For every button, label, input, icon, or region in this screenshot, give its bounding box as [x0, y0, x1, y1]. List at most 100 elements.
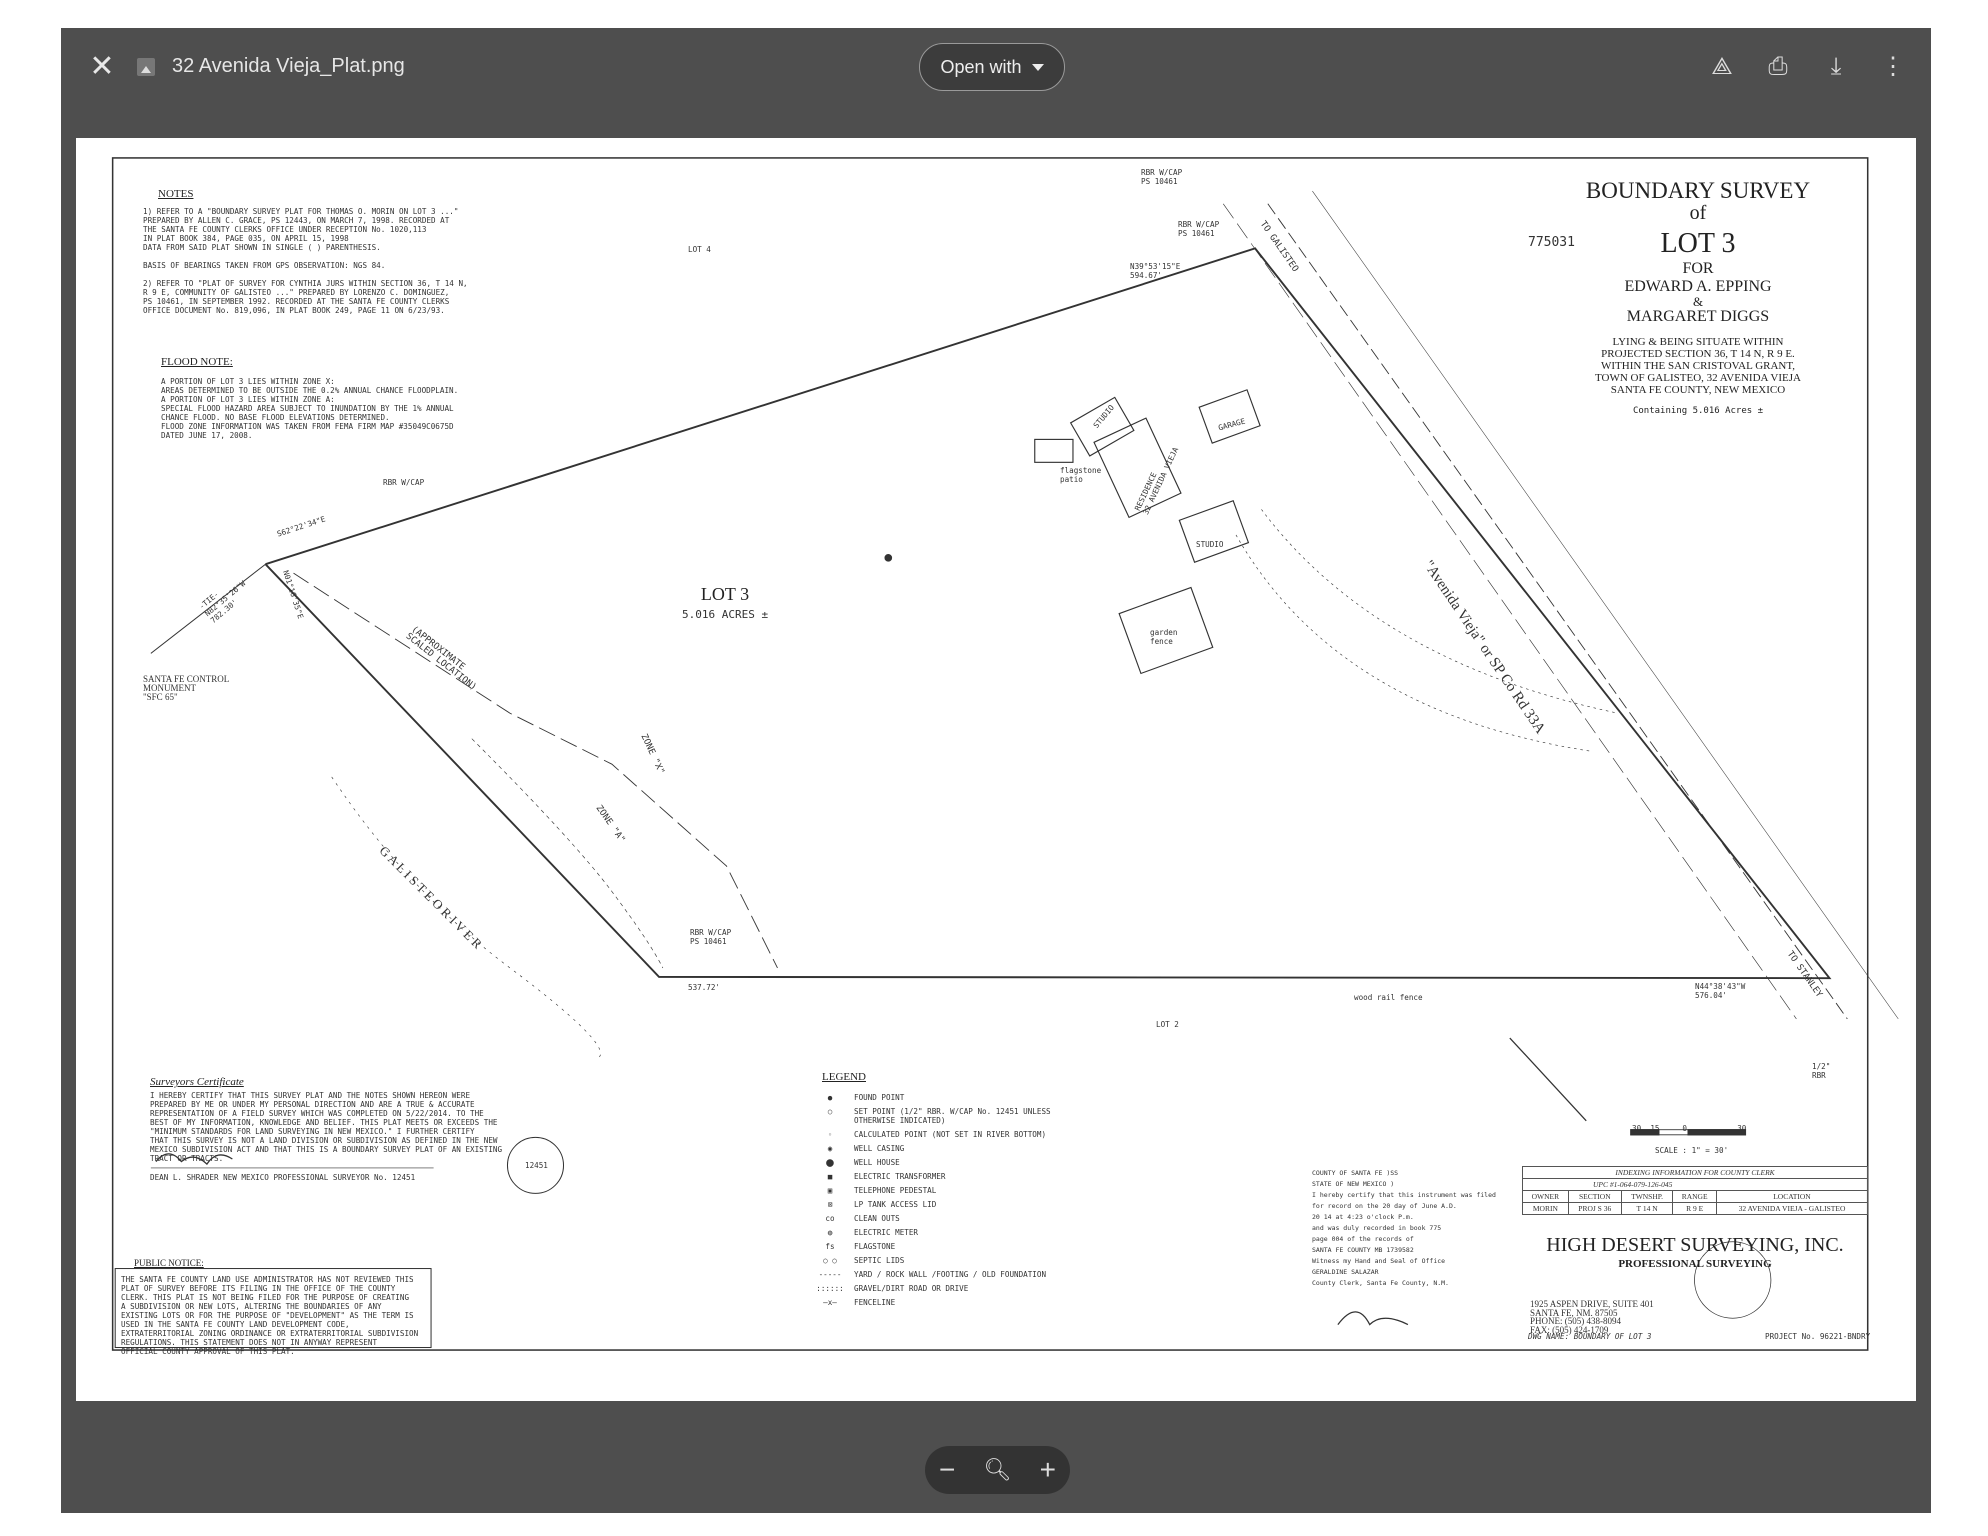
legend-label: WELL HOUSE [854, 1158, 900, 1167]
legend-symbol-icon: co [825, 1214, 835, 1223]
legend-label: WELL CASING [854, 1144, 905, 1153]
bearing-label: N44°38'43"W 576.04' [1695, 982, 1746, 1000]
indexing-table: INDEXING INFORMATION FOR COUNTY CLERK UP… [1522, 1166, 1869, 1215]
title-of: of [1689, 202, 1707, 224]
lot-2-label: LOT 2 [1156, 1020, 1179, 1029]
public-notice-heading: PUBLIC NOTICE: [134, 1258, 204, 1268]
legend-label: ELECTRIC TRANSFORMER [854, 1172, 946, 1181]
legend-label: SEPTIC LIDS [854, 1256, 905, 1265]
zoom-in-icon[interactable]: + [1039, 1454, 1056, 1485]
file-name: 32 Avenida Vieja_Plat.png [172, 55, 405, 77]
legend-label: CALCULATED POINT (NOT SET IN RIVER BOTTO… [854, 1130, 1047, 1139]
legend-label: LP TANK ACCESS LID [854, 1200, 937, 1209]
rbr-label: RBR W/CAP PS 10461 [1178, 220, 1220, 238]
scale-bar-segment [1630, 1129, 1660, 1136]
legend-symbol-icon: ○ [827, 1107, 833, 1116]
legend: ●FOUND POINT ○ SET POINT (1/2" RBR. W/CAP … [806, 1093, 1051, 1312]
legend-item: ○ SET POINT (1/2" RBR. W/CAP No. 12451 UN… [806, 1107, 1051, 1125]
company-address: 1925 ASPEN DRIVE, SUITE 401 SANTA FE, NM… [1530, 1299, 1654, 1335]
legend-item: ◉ WELL CASING [806, 1144, 1051, 1153]
scale-tick: 30 [1737, 1124, 1747, 1133]
index-cell: R 9 E [1672, 1202, 1717, 1215]
owner-2: MARGARET DIGGS [1626, 308, 1770, 325]
company-name: HIGH DESERT SURVEYING, INC. [1546, 1234, 1844, 1256]
recording-stamp: 775031 [1528, 235, 1575, 250]
chevron-down-icon [1031, 63, 1044, 71]
county-clerk-seal [1694, 1241, 1772, 1319]
index-header: TWNSHP. [1620, 1190, 1674, 1203]
index-header: RANGE [1672, 1190, 1717, 1203]
title-description: LYING & BEING SITUATE WITHIN PROJECTED S… [1595, 336, 1801, 396]
scale-ticks: 30 15 0 30 [1632, 1124, 1746, 1133]
index-cell: MORIN [1522, 1202, 1569, 1215]
legend-symbol-icon: :::::: [816, 1284, 844, 1293]
control-monument-label: SANTA FE CONTROL MONUMENT "SFC 65" [143, 674, 230, 702]
legend-symbol-icon: ◦ [827, 1130, 833, 1139]
legend-symbol-icon: ◍ [827, 1228, 833, 1237]
scale-bar-segment [1687, 1129, 1747, 1136]
clerk-signature [1337, 1311, 1409, 1326]
flagstone-label: flagstone patio [1060, 466, 1102, 484]
garden-label: garden fence [1150, 628, 1178, 646]
legend-symbol-icon: ■ [827, 1172, 833, 1181]
owner-1: EDWARD A. EPPING [1624, 278, 1772, 295]
more-vert-icon[interactable]: ⋮ [1881, 53, 1905, 80]
title-block: BOUNDARY SURVEY of LOT 3 FOR EDWARD A. E… [1560, 178, 1836, 416]
legend-item: ::::::GRAVEL/DIRT ROAD OR DRIVE [806, 1284, 1051, 1293]
open-with-button[interactable]: Open with [919, 43, 1065, 91]
fence-label: wood rail fence [1354, 993, 1423, 1002]
buildings [1034, 389, 1261, 675]
scale-label: SCALE : 1" = 30' [1655, 1146, 1729, 1155]
zoom-controls: − 🔍︎ + [925, 1446, 1070, 1494]
legend-symbol-icon: ◉ [827, 1144, 833, 1153]
legend-item: ◍ ELECTRIC METER [806, 1228, 1051, 1237]
legend-item: ----- YARD / ROCK WALL /FOOTING / OLD FOU… [806, 1270, 1051, 1279]
legend-symbol-icon: ⬤ [825, 1158, 835, 1167]
rbr-label: RBR W/CAP PS 10461 [690, 928, 732, 946]
notes-heading: NOTES [158, 188, 194, 200]
download-icon[interactable]: ⤓ [1830, 53, 1842, 80]
rbr-label: RBR W/CAP [383, 478, 425, 487]
driveway [1261, 509, 1619, 714]
road-centerline [1222, 203, 1797, 1020]
index-header: LOCATION [1715, 1190, 1869, 1203]
notes-text: 1) REFER TO A "BOUNDARY SURVEY PLAT FOR … [143, 207, 468, 315]
zoom-reset-icon[interactable]: 🔍︎ [983, 1457, 1012, 1482]
print-icon[interactable]: ⎙ [1768, 53, 1788, 80]
public-notice-text: THE SANTA FE COUNTY LAND USE ADMINISTRAT… [121, 1275, 419, 1356]
legend-label: YARD / ROCK WALL /FOOTING / OLD FOUNDATI… [854, 1270, 1047, 1279]
index-header: OWNER [1522, 1190, 1569, 1203]
company-subtitle: PROFESSIONAL SURVEYING [1618, 1258, 1772, 1270]
open-with-label: Open with [940, 56, 1022, 77]
public-notice-box [114, 1268, 432, 1349]
legend-label: ELECTRIC METER [854, 1228, 919, 1237]
drawing-name: DWG NAME: BOUNDARY OF LOT 3 [1528, 1332, 1652, 1341]
tie-line [150, 563, 266, 654]
title-line: BOUNDARY SURVEY [1585, 178, 1811, 203]
north-arrow [1509, 1037, 1587, 1122]
flood-note-heading: FLOOD NOTE: [161, 356, 233, 368]
legend-item: ○ ○SEPTIC LIDS [806, 1256, 1051, 1265]
title-for: FOR [1682, 260, 1714, 277]
add-to-drive-icon[interactable]: ⟁ [1711, 53, 1733, 80]
legend-symbol-icon: ----- [818, 1270, 842, 1279]
surveyor-seal [506, 1136, 565, 1194]
legend-label: TELEPHONE PEDESTAL [854, 1186, 937, 1195]
flood-zone-line [293, 572, 778, 969]
legend-item: ▣TELEPHONE PEDESTAL [806, 1186, 1051, 1195]
legend-item: ◦ CALCULATED POINT (NOT SET IN RIVER BOTT… [806, 1130, 1051, 1139]
zoom-out-icon[interactable]: − [939, 1454, 956, 1485]
legend-label: CLEAN OUTS [854, 1214, 900, 1223]
title-containing: Containing 5.016 Acres ± [1632, 406, 1764, 416]
index-header: SECTION [1567, 1190, 1622, 1203]
studio-building [1069, 396, 1135, 457]
close-icon[interactable]: ✕ [89, 50, 115, 83]
garden-fence [1118, 586, 1214, 675]
legend-label: SET POINT (1/2" RBR. W/CAP No. 12451 UNL… [854, 1107, 1051, 1125]
legend-symbol-icon: ⊠ [827, 1200, 833, 1209]
legend-item: ●FOUND POINT [806, 1093, 1051, 1102]
legend-label: FOUND POINT [854, 1093, 905, 1102]
distance-label: 537.72' [688, 983, 721, 992]
legend-item: ⬤ WELL HOUSE [806, 1158, 1051, 1167]
